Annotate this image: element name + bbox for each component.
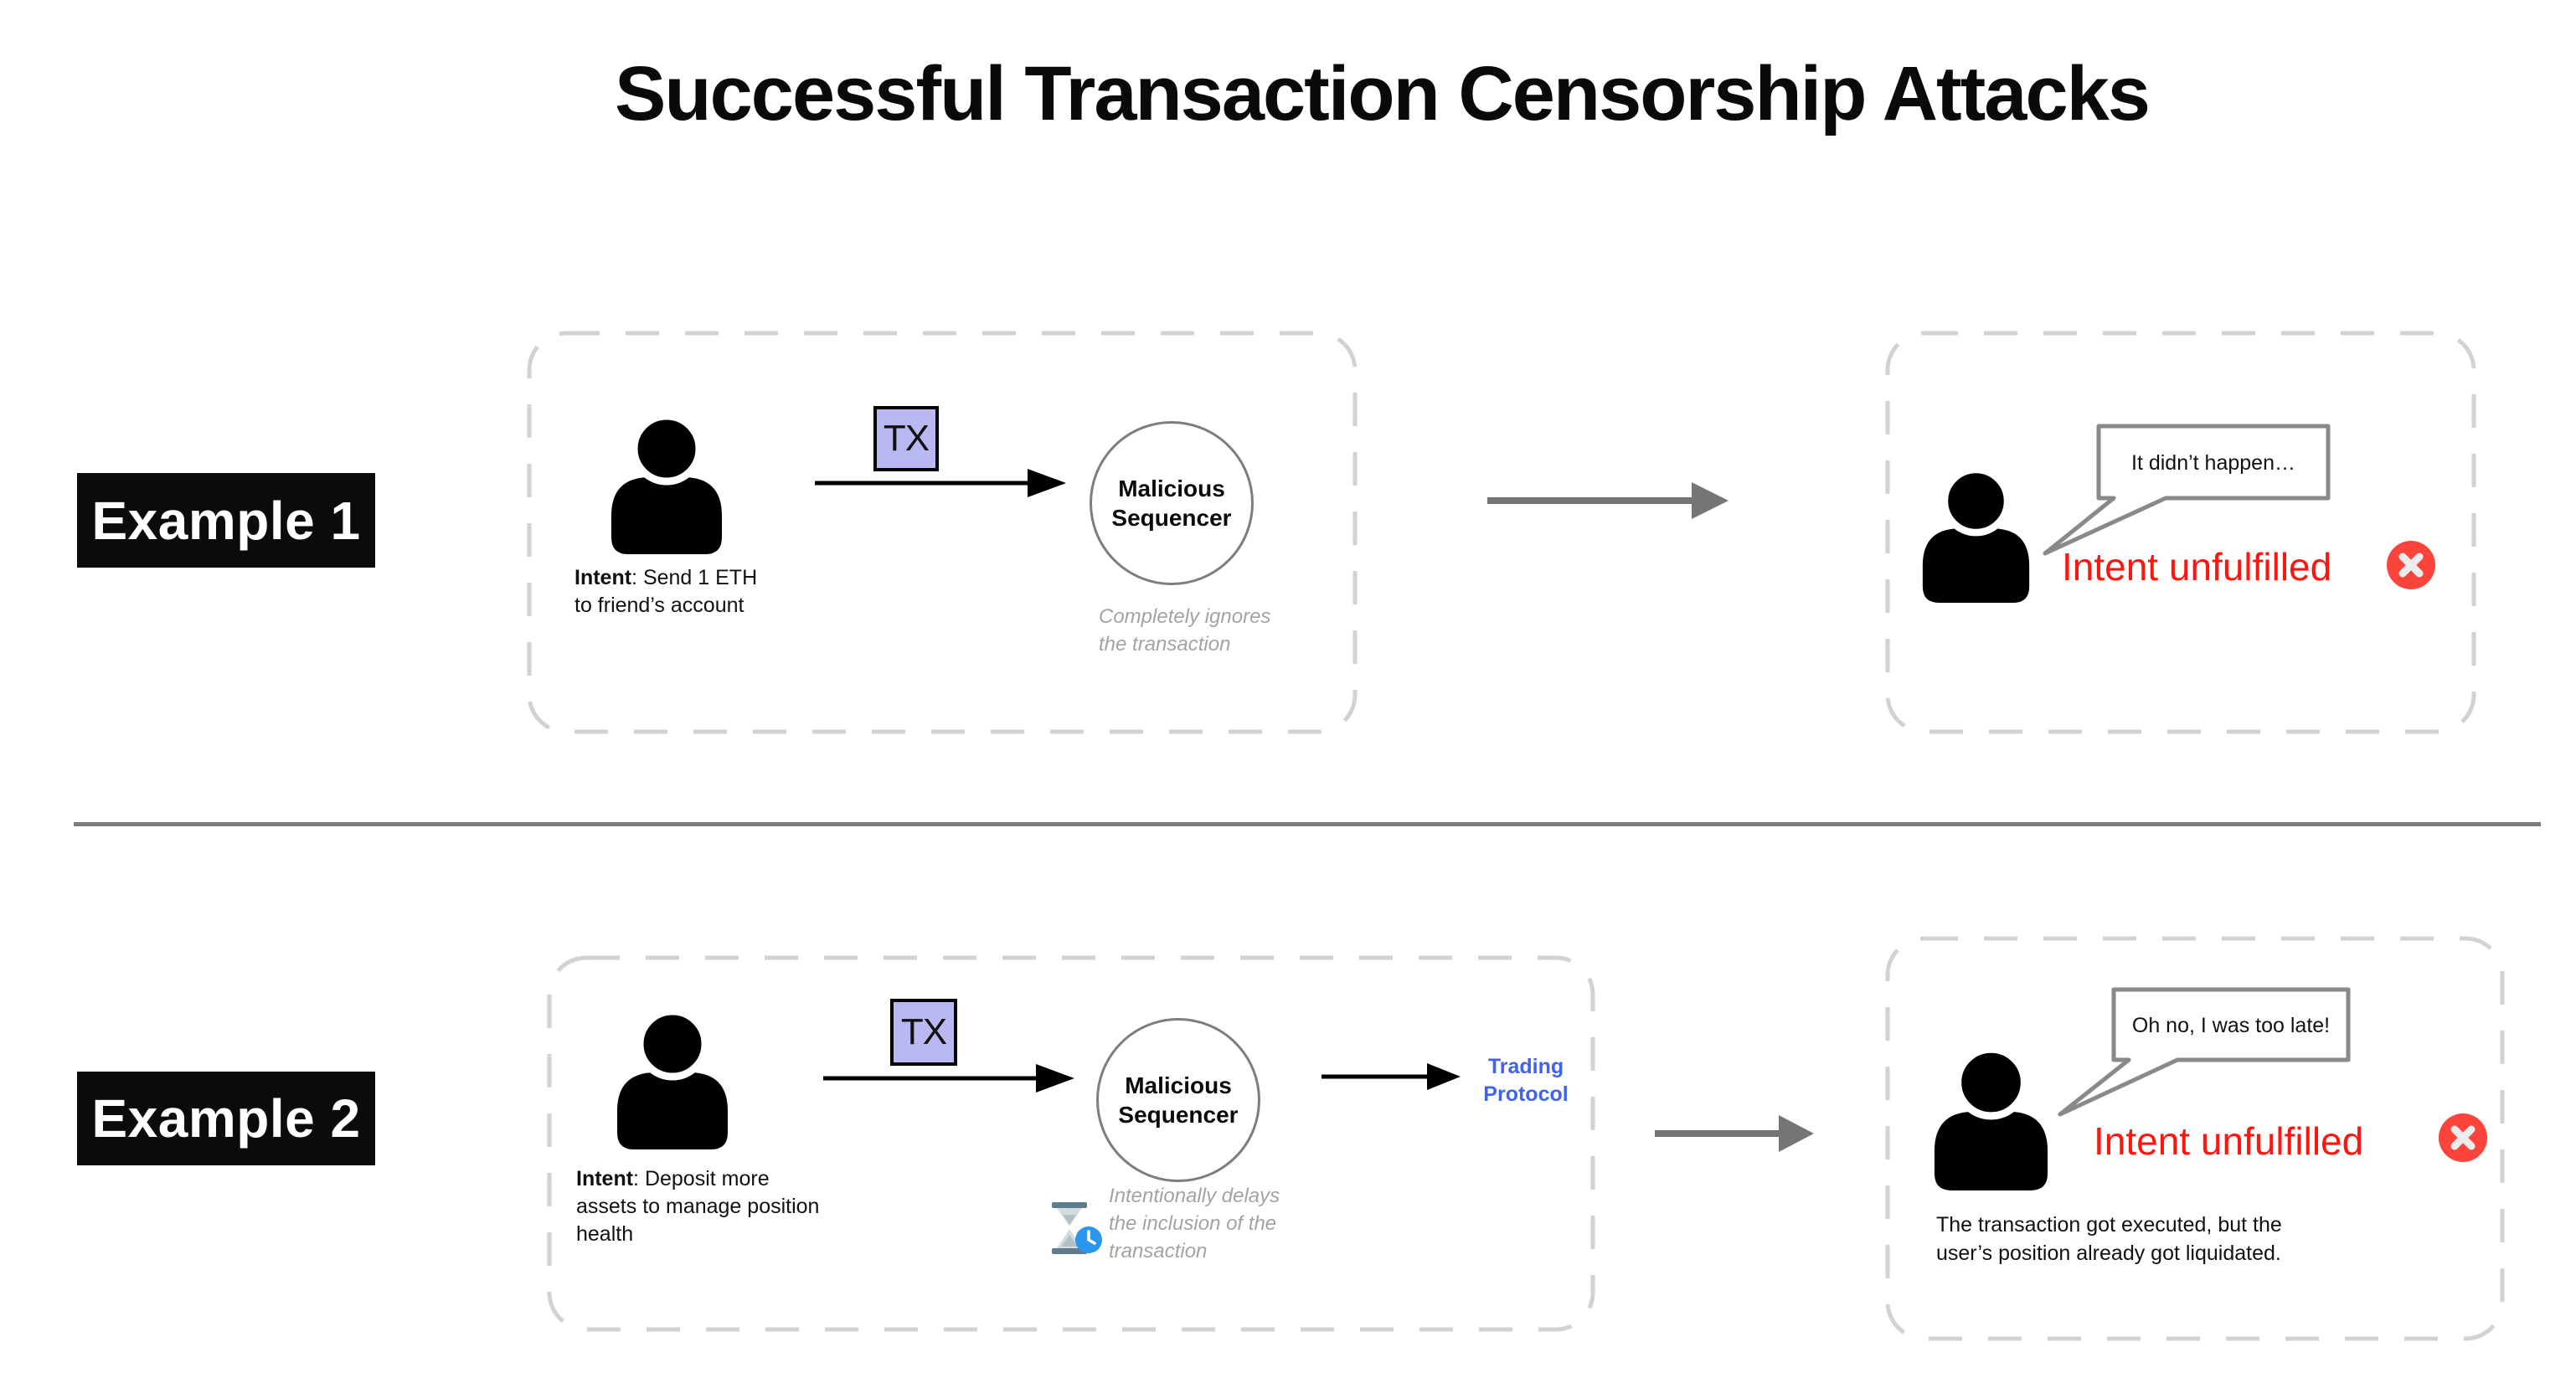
tx-label: TX [900, 1011, 947, 1052]
sequencer-line: Malicious [1125, 1072, 1232, 1098]
user-icon [1934, 1045, 2048, 1190]
tx-label: TX [883, 418, 930, 459]
intent-text: Intent: Deposit more assets to manage po… [576, 1165, 819, 1248]
tx-box: TX [873, 406, 939, 471]
annotation-line: the transaction [1099, 633, 1231, 656]
sequencer-line: Sequencer [1111, 505, 1232, 531]
intent-line: health [576, 1222, 634, 1246]
annotation-line: transaction [1109, 1240, 1208, 1262]
user-icon [1922, 465, 2030, 603]
speech-bubble: Oh no, I was too late! [2058, 987, 2351, 1117]
user-icon [611, 412, 722, 554]
intent-label: Intent [574, 566, 632, 589]
x-circle-icon [2387, 541, 2435, 589]
example2-flow-box [547, 955, 1595, 1332]
trading-line: Trading [1487, 1055, 1564, 1078]
x-circle-icon [2439, 1113, 2487, 1162]
example1-label: Example 1 [77, 473, 375, 568]
sequencer-annotation: Completely ignores the transaction [1099, 603, 1270, 658]
arrow-right-icon [1655, 1115, 1814, 1152]
arrow-right-icon [823, 1064, 1074, 1093]
intent-label: Intent [576, 1167, 634, 1190]
divider-line [74, 822, 2541, 826]
annotation-line: Completely ignores [1099, 605, 1271, 628]
annotation-line: the inclusion of the [1109, 1212, 1277, 1235]
hourglass-clock-icon [1052, 1202, 1102, 1254]
result-note: The transaction got executed, but the us… [1936, 1211, 2282, 1267]
note-line: The transaction got executed, but the [1936, 1213, 2282, 1237]
intent-rest: : Deposit more [633, 1167, 770, 1190]
user-icon [617, 1007, 728, 1149]
speech-text: Oh no, I was too late! [2132, 1014, 2330, 1037]
status-text: Intent unfulfilled [2062, 545, 2332, 589]
intent-line: to friend’s account [574, 594, 744, 617]
intent-rest: : Send 1 ETH [631, 566, 758, 589]
sequencer-line: Malicious [1118, 476, 1225, 501]
example2-result-box [1885, 936, 2505, 1341]
arrow-right-icon [1321, 1063, 1461, 1090]
malicious-sequencer-node: Malicious Sequencer [1090, 421, 1254, 585]
arrow-right-icon [815, 469, 1066, 497]
example1-flow-box [527, 331, 1358, 734]
arrow-right-icon [1487, 482, 1728, 519]
malicious-sequencer-node: Malicious Sequencer [1096, 1018, 1260, 1182]
note-line: user’s position already got liquidated. [1936, 1242, 2281, 1265]
trading-protocol-node: Trading Protocol [1450, 1053, 1601, 1108]
sequencer-line: Sequencer [1118, 1102, 1239, 1128]
example1-result-box [1885, 331, 2476, 734]
annotation-line: Intentionally delays [1109, 1185, 1280, 1207]
intent-text: Intent: Send 1 ETH to friend’s account [574, 564, 757, 620]
trading-line: Protocol [1483, 1082, 1569, 1106]
status-text: Intent unfulfilled [2094, 1119, 2364, 1163]
intent-line: assets to manage position [576, 1195, 820, 1218]
page-title: Successful Transaction Censorship Attack… [615, 51, 2151, 136]
speech-text: It didn’t happen… [2131, 451, 2295, 475]
example2-label: Example 2 [77, 1072, 375, 1165]
sequencer-annotation: Intentionally delays the inclusion of th… [1109, 1182, 1280, 1265]
speech-bubble: It didn’t happen… [2043, 424, 2331, 556]
tx-box: TX [890, 999, 957, 1066]
